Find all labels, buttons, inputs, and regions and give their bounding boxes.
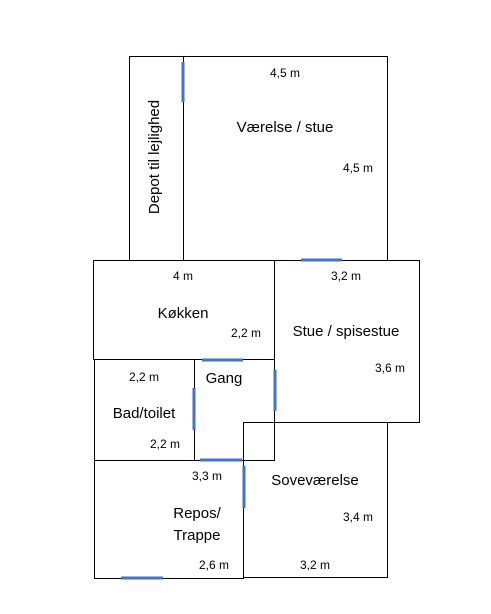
sove-room-outline [243,422,388,578]
gang-label: Gang [206,370,243,387]
koekken-depth-label: 2,2 m [231,326,261,340]
repos-depth-label: 2,6 m [199,558,229,572]
depot-label: Depot til lejlighed [146,100,163,214]
bad-width-label: 2,2 m [129,370,159,384]
vaerelse-width-label: 4,5 m [270,66,300,80]
stue-depth-label: 3,6 m [375,361,405,375]
sove-width-label: 3,2 m [300,558,330,572]
doors [121,62,342,580]
bad-depth-label: 2,2 m [150,437,180,451]
repos-label-line2: Trappe [174,527,221,544]
sove-label: Soveværelse [271,472,359,489]
vaerelse-label: Værelse / stue [237,119,334,136]
repos-width-label: 3,3 m [192,469,222,483]
stue-label: Stue / spisestue [293,323,400,340]
vaerelse-room-outline [183,56,388,261]
repos-label-line1: Repos/ [173,505,221,522]
vaerelse-depth-label: 4,5 m [343,161,373,175]
bad-label: Bad/toilet [113,405,176,422]
walls [93,56,420,579]
stue-room-outline [274,260,420,423]
koekken-width-label: 4 m [173,269,193,283]
sove-depth-label: 3,4 m [343,510,373,524]
stue-width-label: 3,2 m [331,269,361,283]
koekken-label: Køkken [158,305,209,322]
